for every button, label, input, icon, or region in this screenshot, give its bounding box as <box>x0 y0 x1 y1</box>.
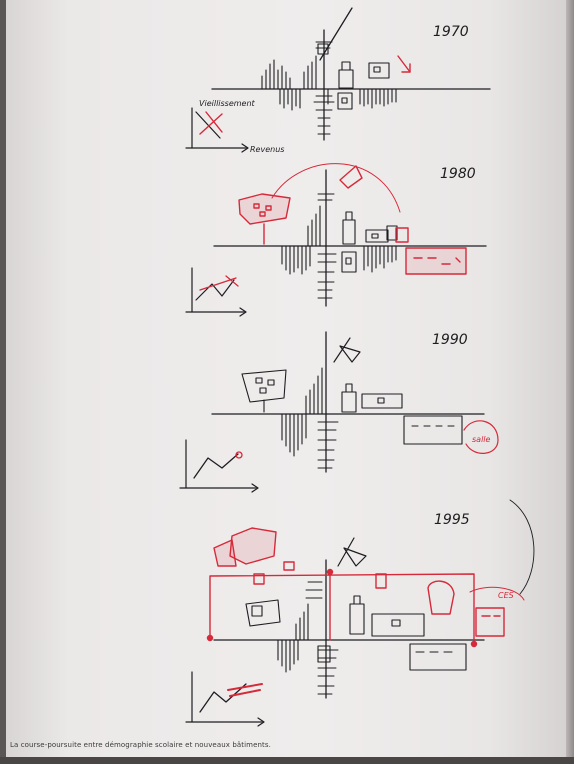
figure-caption: La course-poursuite entre démographie sc… <box>10 741 550 749</box>
panel-1990: 1990 <box>180 332 498 492</box>
flag-icon <box>338 538 366 566</box>
school-buildings <box>342 212 397 272</box>
axis-x-label: Revenus <box>250 145 284 154</box>
side-note: salle <box>472 435 491 444</box>
curve-arrow <box>510 500 534 594</box>
panel-1995: 1995 CES <box>186 500 534 726</box>
pyramid-ticks <box>306 582 338 694</box>
flag-icon <box>334 338 360 362</box>
school-buildings <box>246 596 466 670</box>
population-bars-above <box>262 56 316 89</box>
pyramid-ticks <box>318 422 338 468</box>
panel-year-label: 1980 <box>440 166 476 182</box>
inset-graph-1995 <box>186 672 264 726</box>
school-buildings <box>242 370 462 444</box>
school-buildings <box>318 44 389 109</box>
panel-1980: 1980 <box>186 164 486 316</box>
trend-stroke <box>320 8 352 60</box>
curve-arrow <box>272 164 400 212</box>
side-note: CES <box>498 591 514 600</box>
population-bars-above <box>308 206 320 246</box>
panel-1970: 1970 <box>186 8 490 154</box>
population-bars-above <box>296 604 308 640</box>
arrow-icon <box>398 56 410 72</box>
population-bars-below <box>282 246 396 274</box>
inset-graph-1970: Vieillissement Revenus <box>186 99 284 154</box>
red-network <box>208 528 525 647</box>
inset-graph-1980 <box>186 268 246 316</box>
panel-year-label: 1995 <box>434 512 470 528</box>
axis-y-label: Vieillissement <box>199 99 256 108</box>
population-bars-below <box>282 414 306 456</box>
inset-graph-1990 <box>180 440 258 492</box>
population-bars-above <box>306 368 322 414</box>
panel-year-label: 1990 <box>432 332 468 348</box>
panel-year-label: 1970 <box>433 24 469 40</box>
population-bars-below <box>278 640 298 672</box>
